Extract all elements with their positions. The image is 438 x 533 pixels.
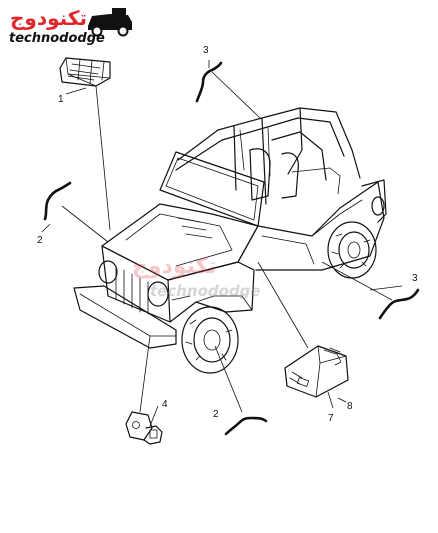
callout-8: 8 — [347, 401, 353, 412]
callout-3-right: 3 — [412, 273, 418, 284]
callout-7: 7 — [328, 413, 334, 424]
part-3-wire-top — [195, 61, 223, 103]
logo-arabic-text: تكنودوج — [10, 6, 87, 30]
callout-2-left: 2 — [37, 235, 43, 246]
watermark-arabic-text: تكنودوج — [132, 254, 217, 279]
watermark-latin-text: technododge — [150, 282, 261, 300]
leader-lines — [41, 60, 403, 427]
part-4-sensor — [125, 411, 163, 445]
part-3-wire-right — [378, 288, 420, 320]
jeep-illustration — [73, 107, 387, 374]
part-7-8-control-module — [284, 345, 349, 398]
callout-3-top: 3 — [203, 45, 209, 56]
part-2-wire-left — [43, 181, 72, 221]
callout-1: 1 — [58, 94, 64, 105]
logo-latin-text: technododge — [9, 31, 105, 46]
part-1-bracket — [59, 57, 111, 87]
callout-2-bottom: 2 — [213, 409, 219, 420]
part-2-wire-bottom — [224, 416, 268, 436]
callout-4: 4 — [162, 399, 168, 410]
logo-jeep-icon — [88, 8, 132, 37]
